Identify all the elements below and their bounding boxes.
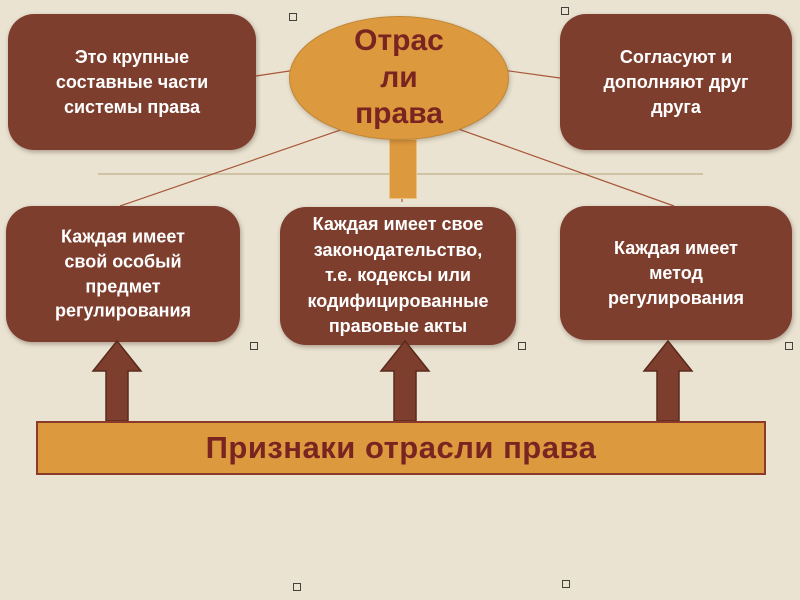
title-ellipse: Отрасли права: [289, 16, 509, 140]
decor-square: [562, 580, 570, 588]
box-top-right: Согласуют и дополняют друг друга: [560, 14, 792, 150]
decor-square: [250, 342, 258, 350]
box-mid-left-text: Каждая имеет свой особый предмет регулир…: [54, 226, 192, 321]
title-text: Отрасли права: [354, 24, 444, 131]
box-top-left: Это крупные составные части системы прав…: [8, 14, 256, 150]
box-mid-center: Каждая имеет свое законодательство, т.е.…: [280, 207, 516, 345]
decor-square: [293, 583, 301, 591]
ellipse-stem-connector: [389, 139, 417, 199]
up-arrow-left: [91, 339, 143, 422]
banner-text: Признаки отрасли права: [205, 430, 597, 465]
decor-square: [289, 13, 297, 21]
box-mid-right-text: Каждая имеет метод регулирования: [607, 237, 745, 308]
box-top-right-text: Согласуют и дополняют друг друга: [603, 46, 749, 117]
box-mid-right: Каждая имеет метод регулирования: [560, 206, 792, 340]
up-arrow-center: [379, 339, 431, 422]
box-mid-center-text: Каждая имеет свое законодательство, т.е.…: [307, 214, 489, 337]
box-mid-left: Каждая имеет свой особый предмет регулир…: [6, 206, 240, 342]
box-top-left-text: Это крупные составные части системы прав…: [55, 46, 209, 117]
decor-square: [518, 342, 526, 350]
banner-features: Признаки отрасли права: [36, 421, 766, 475]
connector-right: [501, 69, 561, 79]
up-arrow-right: [642, 339, 694, 422]
decor-square: [785, 342, 793, 350]
decor-square: [561, 7, 569, 15]
